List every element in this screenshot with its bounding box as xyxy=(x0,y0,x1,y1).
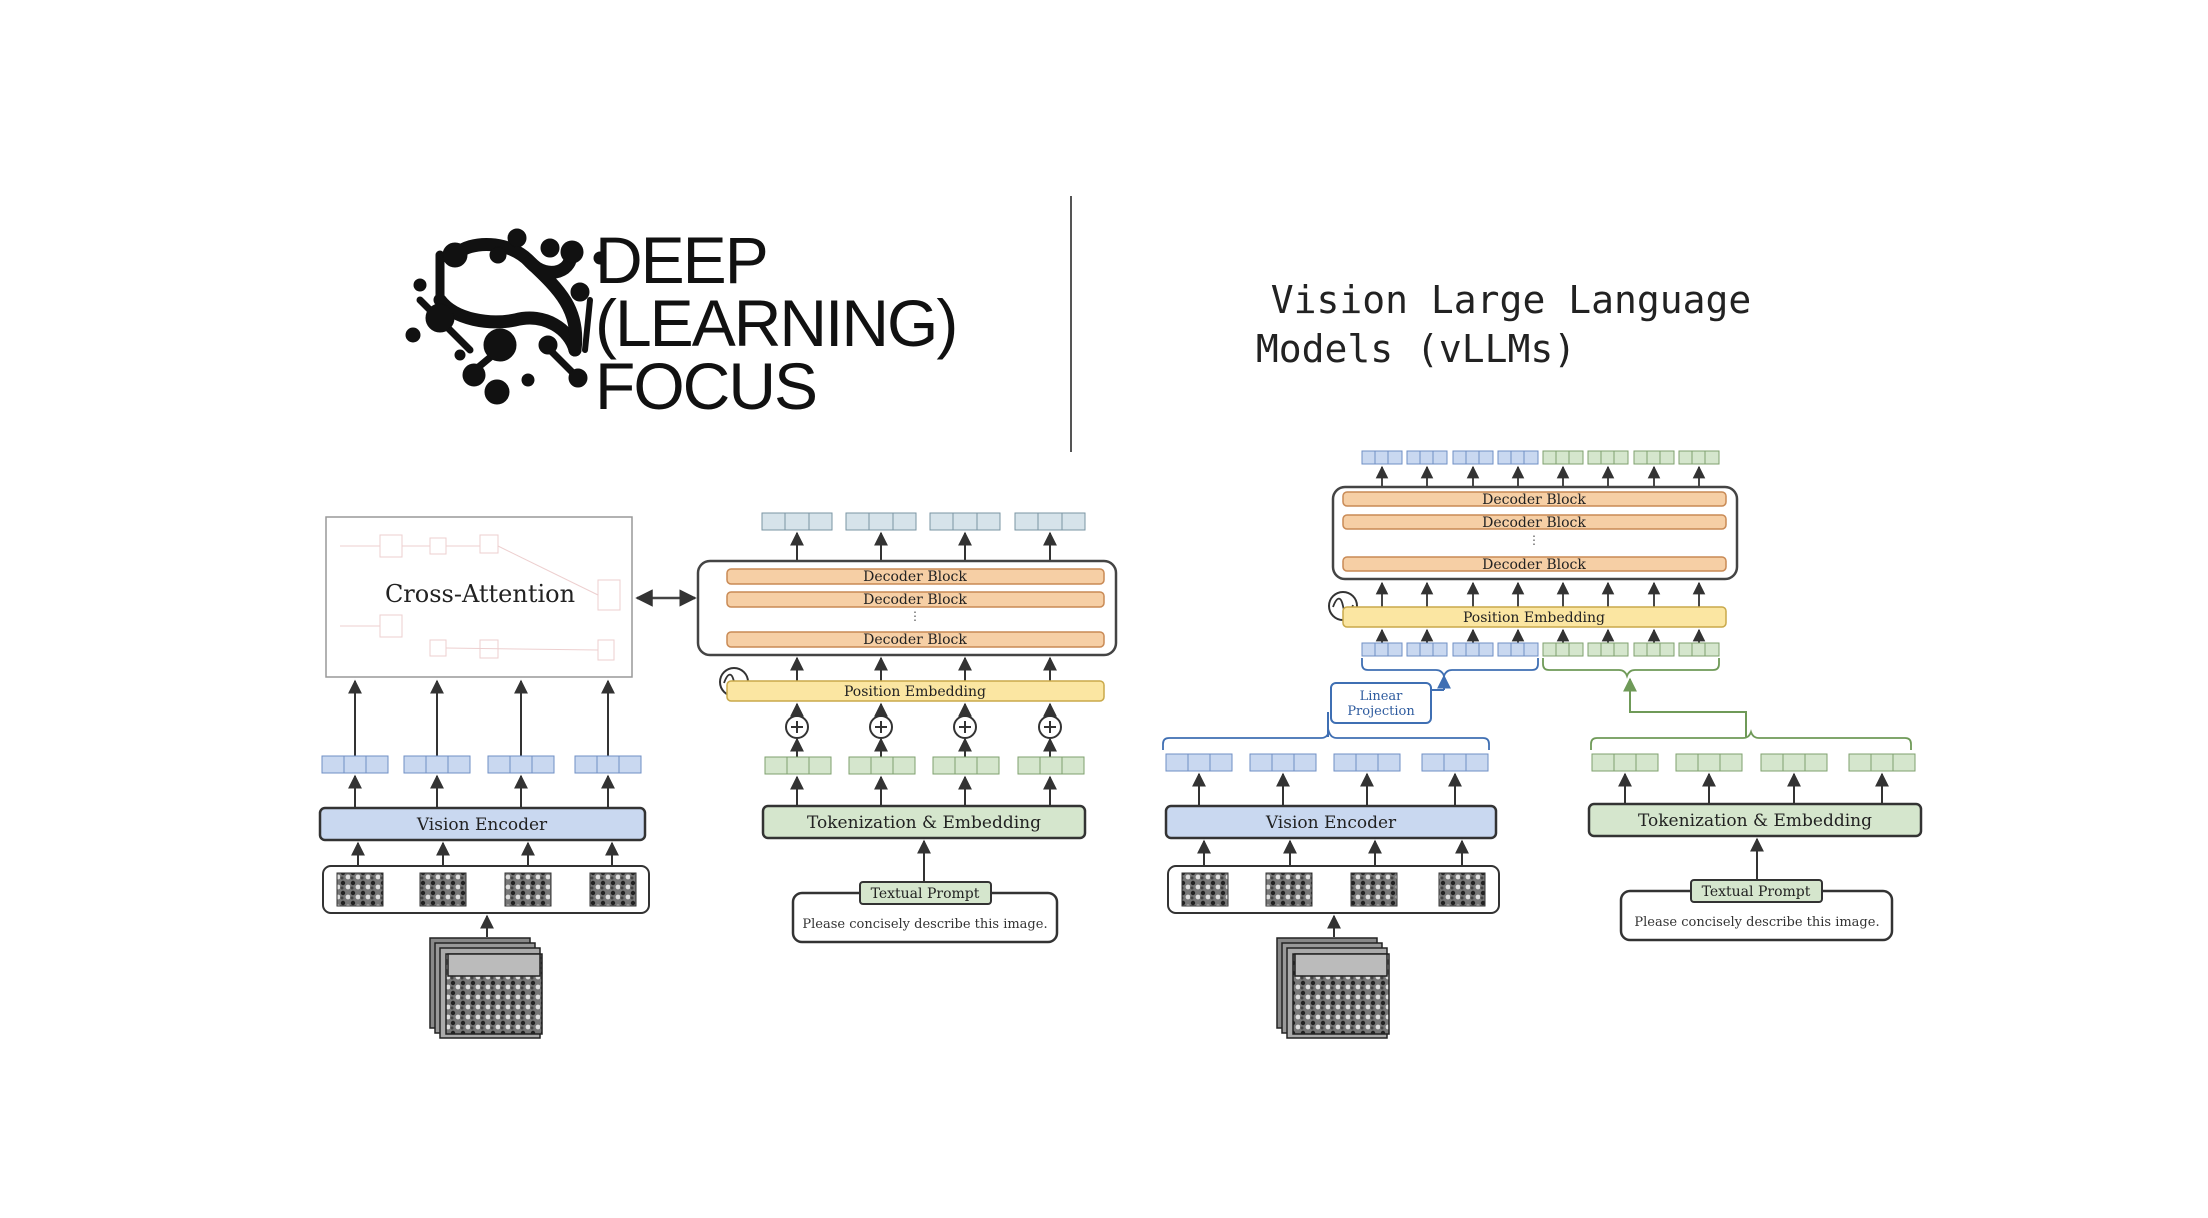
logo-text-line3: FOCUS xyxy=(595,349,816,423)
right-decoder-block-3 xyxy=(1342,556,1727,572)
right-vision-merge-brace xyxy=(1361,658,1539,679)
right-image-patches xyxy=(1167,865,1500,914)
right-vision-tokens-brace xyxy=(1162,729,1490,750)
left-patch-4-image xyxy=(589,872,637,907)
right-input-image-stack xyxy=(1276,937,1390,1039)
right-tokenization-embedding xyxy=(1587,802,1923,838)
page-title-line1: Vision Large Language xyxy=(1271,278,1751,322)
left-position-embedding xyxy=(726,680,1105,702)
left-patch-2-image xyxy=(419,872,467,907)
logo: DEEP (LEARNING) FOCUS xyxy=(405,223,958,423)
left-tokenization-embedding xyxy=(761,804,1087,840)
right-text-merge-brace xyxy=(1542,658,1720,679)
left-decoder-block-3 xyxy=(726,631,1105,648)
logo-text-line2: (LEARNING) xyxy=(595,286,956,360)
right-vision-tokens xyxy=(1165,753,1489,772)
right-combined-tokens xyxy=(1361,642,1720,657)
right-patch-2-image xyxy=(1265,872,1313,907)
left-tokenization-label: Tokenization & Embedding xyxy=(807,813,1041,833)
right-vision-encoder xyxy=(1164,804,1498,840)
right-decoder-block-2 xyxy=(1342,514,1727,530)
left-decoder-label-3: Decoder Block xyxy=(863,632,967,648)
left-output-tokens xyxy=(761,512,1086,531)
page-title-line2: Models (vLLMs) xyxy=(1256,327,1576,371)
left-input-image-stack xyxy=(429,937,543,1039)
right-patch-1-image xyxy=(1181,872,1229,907)
left-vision-encoder-label: Vision Encoder xyxy=(416,815,548,835)
right-text-tokens-brace xyxy=(1590,729,1912,750)
right-decoder-label-3: Decoder Block xyxy=(1482,557,1586,573)
right-decoder-block-1 xyxy=(1342,491,1727,507)
left-textual-prompt-label: Textual Prompt xyxy=(871,886,980,902)
logo-text-line1: DEEP xyxy=(595,223,767,297)
right-decoder-label-2: Decoder Block xyxy=(1482,515,1586,531)
left-decoder-ellipsis: ⋮ xyxy=(909,609,921,623)
right-text-tokens xyxy=(1591,753,1916,772)
left-text-tokens xyxy=(764,756,1085,775)
linear-projection-box xyxy=(1330,682,1432,724)
right-decoder-stack xyxy=(1331,485,1739,581)
left-vision-encoder xyxy=(318,806,647,842)
left-image-patches xyxy=(322,865,650,914)
right-patch-4-image xyxy=(1438,872,1486,907)
left-position-embedding-label: Position Embedding xyxy=(844,684,986,700)
right-textual-prompt-label: Textual Prompt xyxy=(1702,884,1811,900)
linear-projection-label-1: Linear xyxy=(1360,689,1404,704)
right-position-embedding-label: Position Embedding xyxy=(1463,610,1605,626)
right-vision-encoder-label: Vision Encoder xyxy=(1265,813,1397,833)
linear-projection-label-2: Projection xyxy=(1347,704,1415,719)
right-decoder-label-1: Decoder Block xyxy=(1482,492,1586,508)
left-patch-3-image xyxy=(504,872,552,907)
right-patch-3-image xyxy=(1350,872,1398,907)
left-decoder-label-1: Decoder Block xyxy=(863,569,967,585)
left-decoder-label-2: Decoder Block xyxy=(863,592,967,608)
left-patch-1-image xyxy=(336,872,384,907)
cross-attention-label: Cross-Attention xyxy=(385,580,575,608)
left-decoder-block-2 xyxy=(726,591,1105,608)
left-diagram: Decoder Block Decoder Block ⋮ Decoder Bl… xyxy=(318,512,1118,1039)
right-output-tokens xyxy=(1361,450,1720,465)
right-decoder-ellipsis: ⋮ xyxy=(1528,533,1540,547)
neural-network-logo-icon xyxy=(405,228,607,405)
left-vision-tokens xyxy=(321,755,642,774)
right-prompt-text: Please concisely describe this image. xyxy=(1634,915,1879,930)
right-diagram: Decoder Block Decoder Block ⋮ Decoder Bl… xyxy=(1162,450,1923,1039)
cross-attention-box xyxy=(325,516,633,678)
left-decoder-block-1 xyxy=(726,568,1105,585)
right-position-embedding xyxy=(1342,606,1727,628)
left-add-operators xyxy=(785,702,1062,757)
left-prompt-text: Please concisely describe this image. xyxy=(802,917,1047,932)
right-tokenization-label: Tokenization & Embedding xyxy=(1638,811,1872,831)
